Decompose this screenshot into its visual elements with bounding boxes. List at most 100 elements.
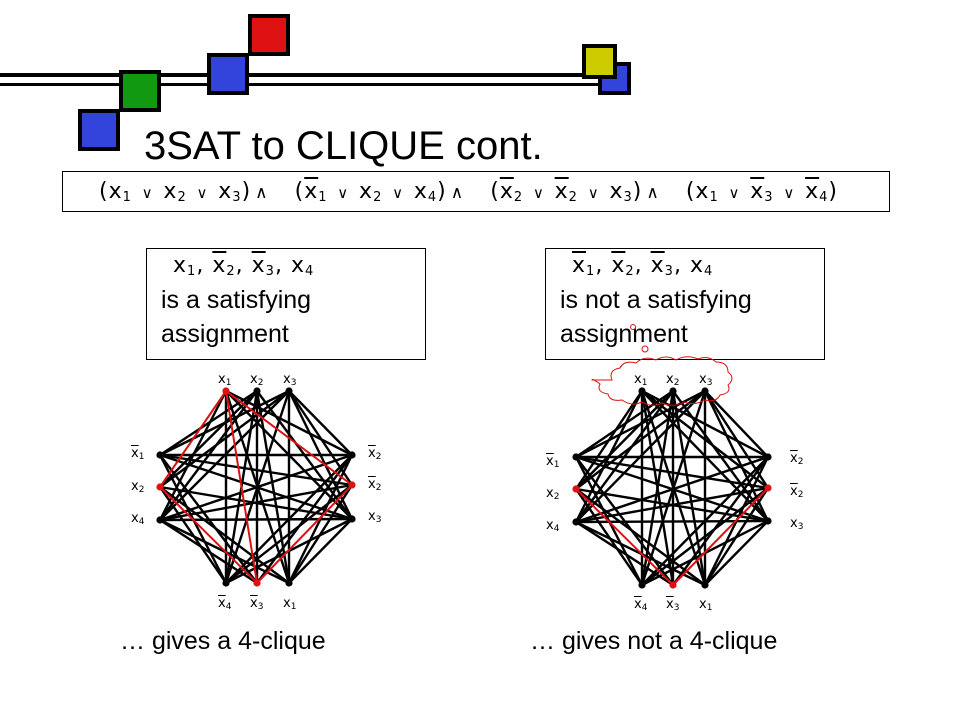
assignment-box-not-satisfying: x1, x2, x3, x4 is not a satisfying assig… [545, 248, 825, 360]
cnf-formula: (x1 ∨ x2 ∨ x3)∧(x1 ∨ x2 ∨ x4)∧(x2 ∨ x2 ∨… [99, 179, 838, 205]
graph-node [348, 481, 356, 489]
graph-edge [225, 484, 353, 584]
graph-edge [288, 518, 353, 584]
graph-edge [159, 390, 258, 488]
clique-edge [159, 486, 258, 584]
graph-edge [159, 485, 353, 521]
graph-node [638, 581, 646, 589]
graph-edge [641, 487, 769, 586]
node-label: x1 [218, 372, 232, 388]
clique-edge [672, 487, 769, 586]
node-label: x1 [131, 446, 145, 462]
node-label: x2 [368, 477, 382, 493]
header-square-red [248, 14, 290, 56]
graph-node [572, 518, 580, 526]
clique-edge [225, 390, 353, 486]
graph-node [285, 579, 293, 587]
graph-edge [159, 453, 353, 487]
thought-bubble-dot [641, 345, 649, 353]
assignment-text: is a satisfying assignment [161, 286, 312, 348]
assignment-box-satisfying: x1, x2, x3, x4 is a satisfying assignmen… [146, 248, 426, 360]
graph-node [222, 387, 230, 395]
graph-node [572, 453, 580, 461]
node-label: x2 [250, 372, 264, 388]
node-label: x3 [790, 516, 804, 532]
graph-edge [575, 390, 674, 490]
graph-panel-satisfying [156, 387, 356, 587]
graph-node [701, 581, 709, 589]
graph-node [156, 483, 164, 491]
graph-node [764, 484, 772, 492]
graph-node [156, 516, 164, 524]
graph-node [253, 387, 261, 395]
node-label: x2 [546, 486, 560, 502]
node-label: x4 [131, 511, 145, 527]
clique-edge [159, 390, 227, 488]
node-label: x2 [368, 446, 382, 462]
header-rule-top [0, 73, 620, 77]
assignment-text: is not a satisfying assignment [560, 286, 752, 348]
node-label: x1 [283, 596, 297, 612]
graph-edge [159, 486, 227, 584]
graph-edge [159, 389, 258, 457]
assignment-variables: x1, x2, x3, x4 [572, 253, 714, 279]
graph-edge [159, 390, 290, 488]
formula-box: (x1 ∨ x2 ∨ x3)∧(x1 ∨ x2 ∨ x4)∧(x2 ∨ x2 ∨… [62, 171, 890, 212]
graph-node [285, 387, 293, 395]
node-label: x1 [699, 597, 713, 613]
graph-node [572, 485, 580, 493]
graph-node [764, 453, 772, 461]
slide-title: 3SAT to CLIQUE cont. [144, 124, 543, 168]
graph-edge [703, 390, 770, 489]
node-label: x1 [634, 372, 648, 388]
graph-edge [159, 453, 353, 521]
node-label: x3 [699, 372, 713, 388]
header-square-yellow [582, 44, 617, 79]
graph-edge [575, 488, 706, 586]
graph-edge [159, 517, 353, 522]
graph-edge [255, 390, 291, 584]
thought-bubble [591, 356, 733, 406]
graph-node [253, 579, 261, 587]
graph-node [348, 515, 356, 523]
node-label: x2 [131, 479, 145, 495]
node-label: x4 [218, 596, 232, 612]
graph-node [669, 581, 677, 589]
graph-panel-not-satisfying [572, 324, 772, 589]
node-label: x3 [368, 509, 382, 525]
header-square-blue-left [78, 109, 120, 151]
assignment-variables: x1, x2, x3, x4 [173, 253, 315, 279]
node-label: x3 [283, 372, 297, 388]
node-label: x2 [790, 484, 804, 500]
graph-node [669, 387, 677, 395]
node-label: x2 [666, 372, 680, 388]
clique-edge [575, 488, 674, 586]
graph-edge [671, 390, 707, 586]
graph-node [764, 517, 772, 525]
graph-edge [575, 455, 769, 490]
thought-bubble-dot [630, 324, 636, 330]
graph-edge [575, 488, 643, 586]
graph-edge [575, 390, 706, 490]
graph-edge [159, 454, 258, 584]
graph-edge [704, 390, 769, 458]
header-square-blue-mid [207, 53, 249, 95]
graph-edge [575, 519, 769, 524]
clique-edge [225, 390, 258, 584]
caption-satisfying: … gives a 4-clique [120, 627, 326, 655]
node-label: x3 [666, 597, 680, 613]
node-label: x4 [634, 597, 648, 613]
graph-edge [575, 390, 674, 458]
graph-node [638, 387, 646, 395]
graph-node [348, 451, 356, 459]
graph-node [701, 387, 709, 395]
graph-node [156, 451, 164, 459]
graph-edge [575, 455, 769, 523]
graph-edge [575, 456, 674, 586]
clique-edge [256, 484, 353, 584]
node-label: x4 [546, 518, 560, 534]
graph-edge [288, 390, 353, 456]
node-label: x1 [546, 454, 560, 470]
node-label: x3 [250, 596, 264, 612]
